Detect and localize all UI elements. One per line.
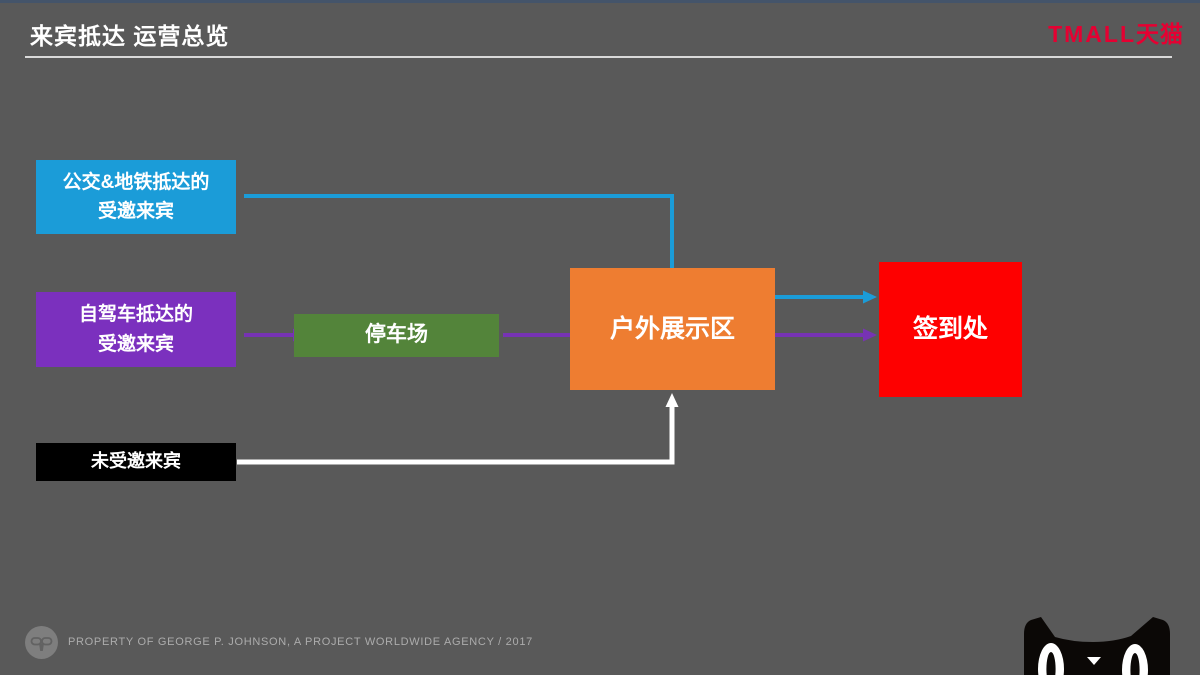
node-outdoor-display-area: 户外展示区 — [570, 268, 775, 390]
node-parking-label: 停车场 — [365, 323, 428, 347]
tmall-logo-latin: TMALL — [1048, 21, 1136, 47]
gpj-logo-icon — [25, 626, 58, 659]
node-uninvited-guests: 未受邀来宾 — [36, 443, 236, 481]
tmall-logo-cn: 天猫 — [1136, 21, 1184, 47]
tmall-logo: TMALL天猫 — [1048, 15, 1184, 49]
footer-copyright: PROPERTY OF GEORGE P. JOHNSON, A PROJECT… — [68, 636, 533, 648]
node-car-line1: 自驾车抵达的 — [78, 304, 193, 326]
node-uninvited-label: 未受邀来宾 — [91, 451, 181, 472]
node-bus-metro-guests: 公交&地铁抵达的 受邀来宾 — [36, 160, 236, 234]
node-bus-line2: 受邀来宾 — [97, 201, 174, 222]
node-outdoor-label: 户外展示区 — [609, 314, 735, 343]
node-parking-lot: 停车场 — [294, 314, 499, 357]
node-car-line2: 受邀来宾 — [97, 333, 174, 355]
node-car-guests: 自驾车抵达的 受邀来宾 — [36, 292, 236, 367]
arrow-uninvited-to-outdoor — [237, 393, 679, 465]
title-divider — [25, 56, 1172, 58]
top-accent-bar — [0, 0, 1200, 3]
arrow-bus-to-outdoor — [244, 194, 679, 296]
node-check-in: 签到处 — [879, 262, 1022, 397]
page-title: 来宾抵达 运营总览 — [30, 23, 230, 49]
node-bus-line1: 公交&地铁抵达的 — [62, 171, 210, 193]
tmall-cat-icon — [1024, 617, 1170, 675]
node-checkin-label: 签到处 — [912, 315, 988, 344]
